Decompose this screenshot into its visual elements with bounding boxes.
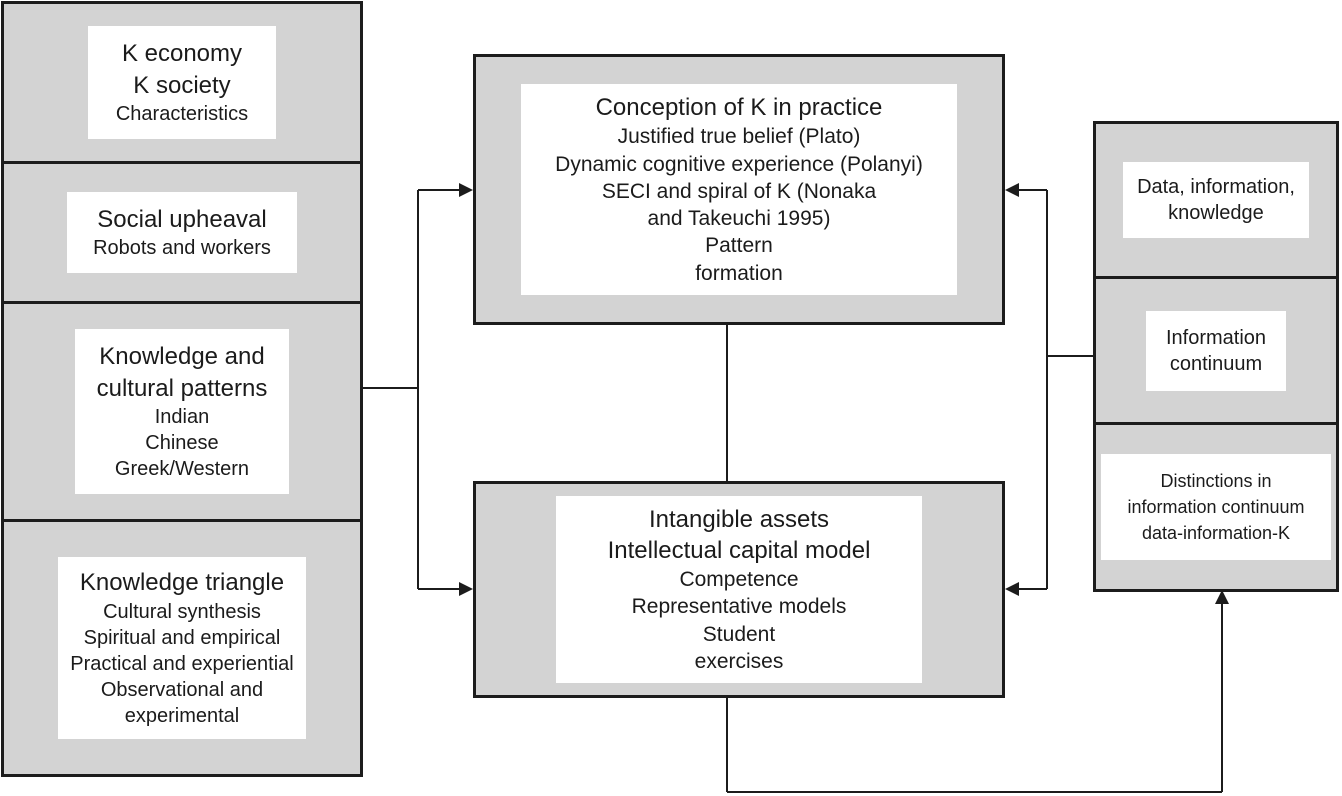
text-line: Characteristics — [115, 102, 249, 125]
text-line: Pattern — [705, 234, 773, 258]
text-line: Observational and — [100, 678, 264, 701]
text-line: and Takeuchi 1995) — [647, 207, 831, 231]
section-social-upheaval: Social upheaval Robots and workers — [4, 161, 360, 301]
text-line: exercises — [694, 649, 784, 673]
conception-of-k-box: Conception of K in practice Justified tr… — [473, 54, 1005, 325]
data-information-knowledge-card: Data, information, knowledge — [1123, 162, 1309, 238]
text-line: Social upheaval — [97, 205, 267, 233]
text-line: Data, information, — [1137, 176, 1295, 198]
section-knowledge-triangle: Knowledge triangle Cultural synthesis Sp… — [4, 519, 360, 774]
text-line: Cultural synthesis — [103, 600, 261, 623]
text-line: formation — [695, 261, 783, 285]
section-information-continuum: Information continuum — [1096, 276, 1336, 422]
information-continuum-card: Information continuum — [1145, 310, 1287, 391]
knowledge-triangle-card: Knowledge triangle Cultural synthesis Sp… — [58, 557, 306, 739]
text-line: K economy — [121, 40, 243, 68]
text-line: Intangible assets — [648, 505, 830, 533]
text-line: information continuum — [1127, 496, 1305, 517]
text-line: Dynamic cognitive experience (Polanyi) — [555, 152, 923, 176]
arrowhead-into-bottom-box-left — [459, 582, 473, 596]
social-upheaval-card: Social upheaval Robots and workers — [67, 191, 297, 274]
left-column: K economy K society Characteristics Soci… — [1, 1, 363, 777]
arrowhead-into-bottom-box-right — [1005, 582, 1019, 596]
section-data-information-knowledge: Data, information, knowledge — [1096, 124, 1336, 276]
arrowhead-into-top-box-left — [459, 183, 473, 197]
text-line: data-information-K — [1141, 523, 1291, 544]
distinctions-card: Distinctions in information continuum da… — [1101, 453, 1331, 561]
right-column: Data, information, knowledge Information… — [1093, 121, 1339, 592]
text-line: Competence — [679, 568, 799, 592]
text-line: experimental — [124, 704, 240, 727]
section-knowledge-cultural-patterns: Knowledge and cultural patterns Indian C… — [4, 301, 360, 519]
arrowhead-into-top-box-right — [1005, 183, 1019, 197]
text-line: Representative models — [631, 595, 847, 619]
text-line: Conception of K in practice — [595, 94, 883, 122]
text-line: Information — [1165, 326, 1267, 349]
arrowhead-into-distinctions-box — [1215, 590, 1229, 604]
text-line: knowledge — [1168, 202, 1264, 224]
text-line: Practical and experiential — [70, 652, 294, 675]
text-line: Robots and workers — [93, 237, 271, 260]
text-line: K society — [133, 71, 231, 99]
text-line: cultural patterns — [96, 374, 268, 402]
section-distinctions-information-continuum: Distinctions in information continuum da… — [1096, 422, 1336, 589]
text-line: Chinese — [145, 431, 219, 454]
intangible-assets-box: Intangible assets Intellectual capital m… — [473, 481, 1005, 698]
text-line: Knowledge and — [99, 343, 265, 371]
text-line: Greek/Western — [114, 457, 250, 480]
text-line: Student — [702, 622, 776, 646]
text-line: Knowledge triangle — [79, 569, 285, 597]
conception-of-k-card: Conception of K in practice Justified tr… — [521, 84, 957, 295]
intangible-assets-card: Intangible assets Intellectual capital m… — [556, 495, 922, 684]
text-line: continuum — [1169, 352, 1263, 375]
section-k-economy: K economy K society Characteristics — [4, 4, 360, 161]
text-line: SECI and spiral of K (Nonaka — [601, 179, 877, 203]
text-line: Intellectual capital model — [607, 536, 871, 564]
knowledge-cultural-patterns-card: Knowledge and cultural patterns Indian C… — [74, 329, 290, 494]
k-economy-card: K economy K society Characteristics — [87, 26, 277, 139]
text-line: Justified true belief (Plato) — [617, 125, 861, 149]
text-line: Spiritual and empirical — [83, 626, 281, 649]
text-line: Indian — [154, 405, 210, 428]
text-line: Distinctions in — [1160, 470, 1272, 491]
